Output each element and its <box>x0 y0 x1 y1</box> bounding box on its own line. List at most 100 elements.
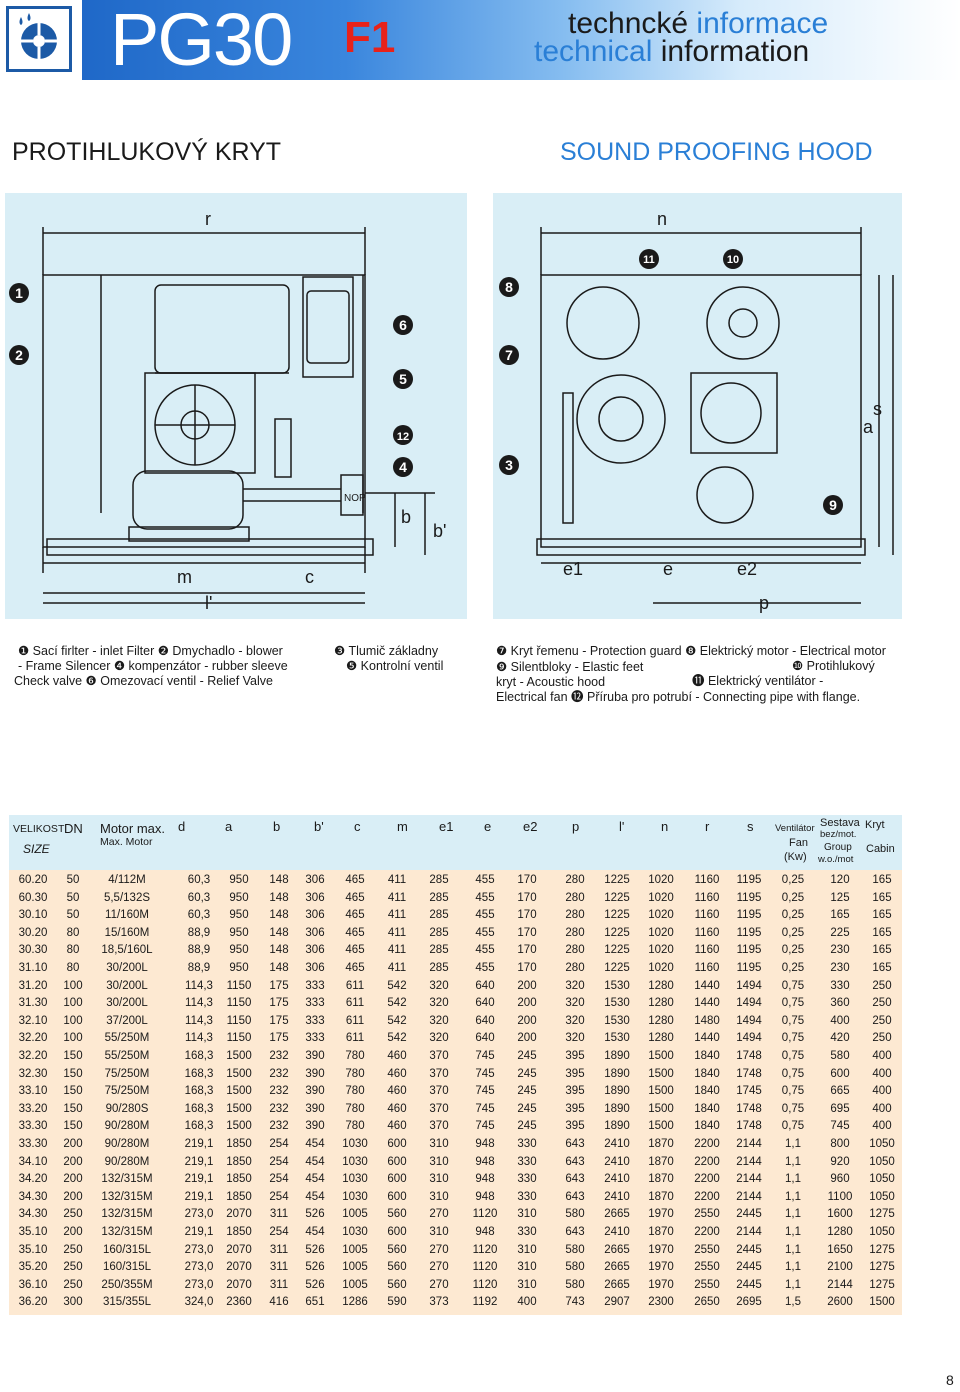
table-cell: 1275 <box>869 1261 895 1274</box>
dim-c: c <box>305 567 314 587</box>
table-cell: 2144 <box>827 1278 853 1291</box>
table-cell: 2410 <box>604 1138 630 1150</box>
table-cell: 1748 <box>736 1067 762 1080</box>
table-cell: 1890 <box>604 1050 630 1062</box>
table-cell: 1195 <box>736 891 762 904</box>
table-cell: 90/280M <box>104 1120 150 1133</box>
table-cell: 0,25 <box>781 874 805 886</box>
table-cell: 320 <box>429 979 449 992</box>
callout-9: 9 <box>829 497 837 513</box>
legend-line: ❸ Tlumič základny <box>334 644 439 658</box>
table-cell: 31.10 <box>18 962 48 974</box>
th-group-en2: w.o./mot <box>818 854 854 865</box>
table-cell: 254 <box>269 1226 289 1238</box>
th-size: SIZE <box>23 842 50 856</box>
table-cell: 600 <box>387 1155 407 1168</box>
table-cell: 232 <box>269 1050 289 1062</box>
table-cell: 1050 <box>869 1190 895 1203</box>
table-cell: 50 <box>66 874 80 886</box>
table-cell: 948 <box>475 1190 495 1203</box>
table-cell: 1440 <box>694 979 720 992</box>
table-cell: 400 <box>830 1014 850 1027</box>
table-cell: 411 <box>387 909 407 922</box>
table-cell: 411 <box>387 891 407 904</box>
table-cell: 330 <box>830 979 850 992</box>
table-cell: 330 <box>517 1173 537 1186</box>
table-cell: 219,1 <box>184 1190 214 1203</box>
table-header: VELIKOST SIZE DN Motor max. Max. Motor d… <box>9 815 902 870</box>
table-cell: 165 <box>872 926 892 939</box>
table-cell: 948 <box>475 1173 495 1186</box>
table-cell: 745 <box>475 1120 495 1133</box>
table-cell: 80 <box>66 926 80 939</box>
table-cell: 1870 <box>648 1155 674 1168</box>
table-cell: 35.10 <box>18 1226 48 1238</box>
dim-l: l' <box>205 593 212 613</box>
table-cell: 370 <box>429 1085 449 1098</box>
table-cell: 643 <box>565 1173 585 1186</box>
table-cell: 1005 <box>342 1278 368 1291</box>
table-cell: 1160 <box>694 909 720 922</box>
table-cell: 1748 <box>736 1050 762 1062</box>
table-cell: 1970 <box>648 1261 674 1274</box>
table-cell: 465 <box>345 891 365 904</box>
table-cell: 600 <box>830 1067 850 1080</box>
table-cell: 1160 <box>694 874 720 886</box>
table-cell: 411 <box>387 962 407 974</box>
table-cell: 50 <box>66 891 80 904</box>
table-cell: 273,0 <box>184 1208 214 1221</box>
table-cell: 1850 <box>226 1138 252 1150</box>
table-cell: 2445 <box>736 1243 762 1256</box>
table-cell: 580 <box>565 1243 585 1256</box>
callout-10: 10 <box>727 254 739 266</box>
table-cell: 175 <box>269 997 289 1010</box>
table-cell: 373 <box>429 1296 449 1309</box>
table-cell: 1850 <box>226 1173 252 1186</box>
right-diagram-panel: n e1 e e2 p a s 8 7 3 11 10 9 <box>493 193 902 619</box>
table-cell: 1530 <box>604 979 630 992</box>
table-cell: 330 <box>517 1138 537 1150</box>
table-cell: 0,75 <box>781 1014 805 1027</box>
table-cell: 580 <box>565 1278 585 1291</box>
table-cell: 1850 <box>226 1190 252 1203</box>
table-cell: 168,3 <box>184 1050 214 1062</box>
table-cell: 230 <box>830 944 850 957</box>
table-cell: 1,1 <box>785 1173 801 1186</box>
table-cell: 310 <box>429 1190 449 1203</box>
table-cell: 32.30 <box>18 1067 48 1080</box>
table-cell: 280 <box>565 962 585 974</box>
table-cell: 1020 <box>648 891 674 904</box>
table-cell: 1494 <box>736 997 762 1010</box>
table-cell: 1225 <box>604 909 630 922</box>
table-cell: 0,75 <box>781 997 805 1010</box>
th-e: e <box>484 819 492 834</box>
table-cell: 170 <box>517 874 537 886</box>
table-cell: 2650 <box>694 1296 720 1309</box>
table-cell: 1500 <box>226 1085 252 1098</box>
table-cell: 1150 <box>226 979 252 992</box>
table-cell: 1050 <box>869 1138 895 1150</box>
table-cell: 745 <box>475 1102 495 1115</box>
table-cell: 465 <box>345 926 365 939</box>
table-cell: 1280 <box>648 1014 674 1027</box>
table-cell: 148 <box>269 926 289 939</box>
table-cell: 34.30 <box>18 1208 48 1221</box>
table-cell: 1,1 <box>785 1208 801 1221</box>
table-cell: 1150 <box>226 1032 252 1045</box>
table-cell: 1500 <box>869 1296 895 1309</box>
table-cell: 245 <box>517 1067 537 1080</box>
table-cell: 132/315M <box>101 1190 153 1203</box>
table-cell: 270 <box>429 1208 449 1221</box>
table-cell: 1748 <box>736 1120 762 1133</box>
table-cell: 2410 <box>604 1155 630 1168</box>
table-cell: 600 <box>387 1173 407 1186</box>
table-cell: 400 <box>872 1067 892 1080</box>
dim-e2: e2 <box>737 559 757 579</box>
table-cell: 1050 <box>869 1155 895 1168</box>
table-cell: 245 <box>517 1085 537 1098</box>
table-cell: 411 <box>387 874 407 886</box>
legend-line: ❺ Kontrolní ventil <box>346 659 444 673</box>
table-cell: 454 <box>305 1138 325 1150</box>
table-cell: 150 <box>63 1067 83 1080</box>
callout-6: 6 <box>399 317 407 333</box>
